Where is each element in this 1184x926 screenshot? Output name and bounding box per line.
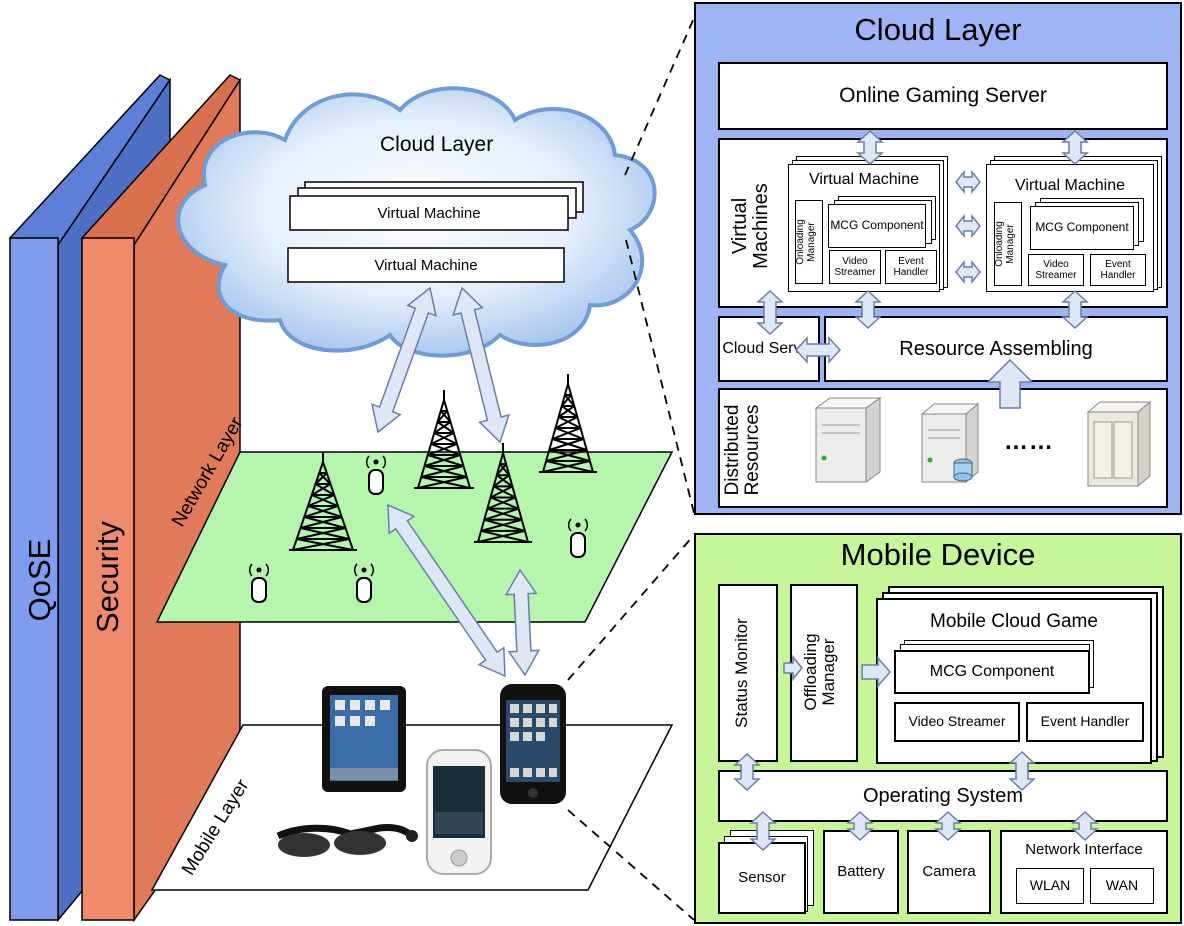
- event-handler-box: Event Handler: [1026, 702, 1144, 742]
- smart-glasses-device: [276, 824, 418, 857]
- resource-assembling-box: Resource Assembling: [824, 316, 1168, 382]
- vm-card-label-1: Virtual Machine: [377, 205, 481, 222]
- cloud-shape: [176, 86, 657, 358]
- vm-b-event-handler: Event Handler: [1090, 254, 1146, 286]
- vm-a-title: Virtual Machine: [809, 171, 919, 188]
- wan-box: WAN: [1090, 868, 1154, 904]
- vm-a-video-streamer: Video Streamer: [829, 250, 881, 284]
- resources-ellipsis: ……: [1004, 428, 1054, 455]
- virtual-machines-label: Virtual Machines: [729, 183, 772, 269]
- vm-a-mcg-component: MCG Component: [828, 204, 926, 248]
- cloud-server-box: Cloud Server: [718, 316, 820, 382]
- cloud-to-antenna-arrow: [371, 286, 437, 434]
- tablet-device: [322, 686, 406, 792]
- camera-box: Camera: [907, 830, 991, 914]
- tower-icon: [414, 390, 474, 489]
- cloud-layer-label: Cloud Layer: [380, 133, 494, 156]
- vm-b-video-streamer: Video Streamer: [1028, 254, 1084, 286]
- tower-icon: [474, 443, 532, 543]
- vm-b-onloading-label: Onloading Manager: [994, 221, 1016, 267]
- vm-a-onloading-box: [795, 200, 823, 284]
- network-to-phone-arrow: [504, 568, 541, 677]
- qose-label: QoSE: [22, 538, 57, 622]
- status-monitor-label: Status Monitor: [732, 618, 751, 728]
- distributed-resources-box: [718, 388, 1168, 508]
- vm-b-mcg-component: MCG Component: [1030, 206, 1134, 250]
- callout-dashed-lines: [567, 17, 695, 921]
- cloud-to-tower-arrow: [452, 286, 510, 444]
- connection-arrows: [371, 286, 541, 678]
- vm-a-onloading-label: Onloading Manager: [795, 219, 817, 265]
- status-monitor-box: [718, 584, 778, 762]
- video-streamer-box: Video Streamer: [894, 702, 1020, 742]
- vm-b-title: Virtual Machine: [1015, 177, 1125, 194]
- mcg-component-box: MCG Component: [894, 650, 1090, 694]
- network-towers: [289, 374, 597, 551]
- tower-icon: [539, 374, 597, 473]
- antenna-to-phone-arrow: [387, 503, 506, 678]
- mobile-panel-title: Mobile Device: [840, 537, 1036, 572]
- battery-box: Battery: [823, 830, 899, 914]
- wlan-box: WLAN: [1016, 868, 1084, 904]
- operating-system-box: Operating System: [718, 770, 1168, 822]
- offloading-manager-label: Offloading Manager: [801, 633, 838, 711]
- cloud-panel-title: Cloud Layer: [854, 12, 1022, 47]
- iphone-device: [500, 684, 566, 804]
- distributed-resources-label: Distributed Resources: [722, 404, 763, 496]
- vm-a-event-handler: Event Handler: [885, 250, 937, 284]
- tower-icon: [289, 452, 357, 551]
- security-label: Security: [90, 521, 125, 633]
- online-gaming-server-box: Online Gaming Server: [718, 62, 1168, 130]
- vm-card-label-2: Virtual Machine: [374, 257, 478, 274]
- security-pillar: [80, 74, 242, 923]
- mobile-cloud-game-title: Mobile Cloud Game: [930, 611, 1098, 632]
- network-interface-title: Network Interface: [1025, 841, 1143, 858]
- sensor-box: Sensor: [718, 842, 806, 914]
- access-point-icons: [248, 455, 589, 603]
- android-phone-device: [426, 749, 492, 875]
- vm-b-onloading-box: [994, 202, 1022, 286]
